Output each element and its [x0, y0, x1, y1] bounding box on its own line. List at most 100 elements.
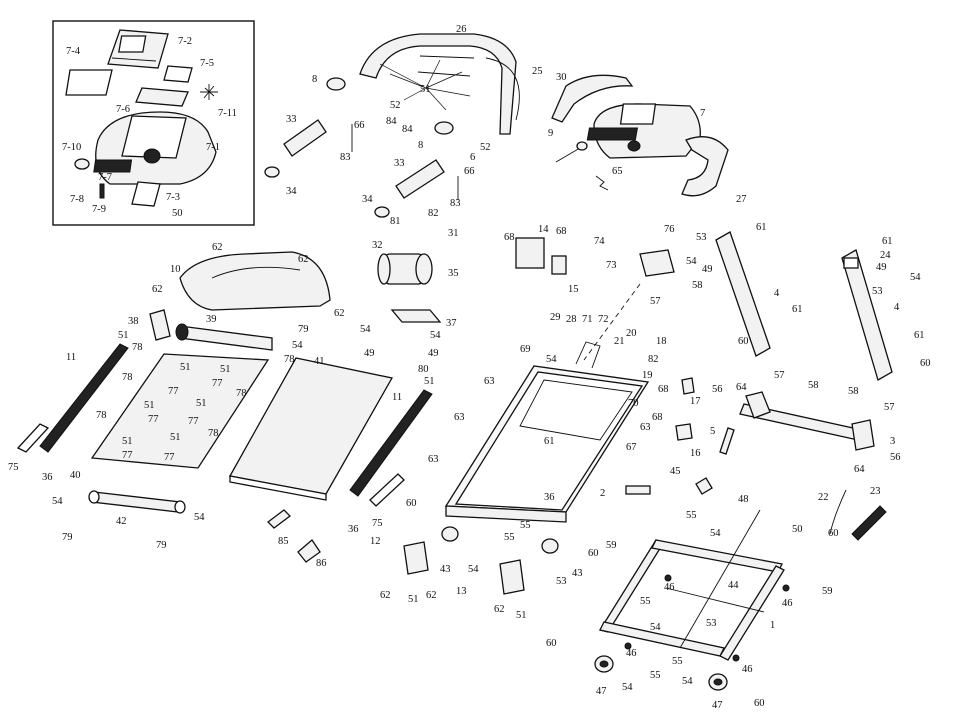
callout-1: 1: [770, 620, 775, 631]
callout-38: 38: [128, 316, 139, 327]
callout-54: 54: [292, 340, 303, 351]
callout-22: 22: [818, 492, 829, 503]
incline-base: [675, 377, 875, 455]
callout-18: 18: [656, 336, 667, 347]
callout-42: 42: [116, 516, 127, 527]
callout-63: 63: [640, 422, 651, 433]
callout-35: 35: [448, 268, 459, 279]
main-frame: [444, 341, 650, 523]
callout-51: 51: [424, 376, 435, 387]
callout-34: 34: [286, 186, 297, 197]
callout-76: 76: [664, 224, 675, 235]
callout-60: 60: [406, 498, 417, 509]
callout-64: 64: [854, 464, 865, 475]
callout-63: 63: [484, 376, 495, 387]
callout-47: 47: [712, 700, 723, 711]
callout-39: 39: [206, 314, 217, 325]
callout-8: 8: [312, 74, 317, 85]
base-frame: [594, 509, 790, 691]
callout-36: 36: [348, 524, 359, 535]
callout-79: 79: [62, 532, 73, 543]
callout-36: 36: [42, 472, 53, 483]
callout-68: 68: [658, 384, 669, 395]
callout-83: 83: [450, 198, 461, 209]
callout-43: 43: [440, 564, 451, 575]
callout-78: 78: [284, 354, 295, 365]
callout-19: 19: [642, 370, 653, 381]
handlebar-assembly: [264, 33, 520, 218]
callout-60: 60: [920, 358, 931, 369]
callout-65: 65: [612, 166, 623, 177]
rear-feet-and-boxes: [267, 477, 887, 595]
callout-55: 55: [520, 520, 531, 531]
callout-3: 3: [890, 436, 895, 447]
callout-78: 78: [132, 342, 143, 353]
callout-84: 84: [402, 124, 413, 135]
inset-label: 7-11: [218, 108, 237, 119]
callout-60: 60: [588, 548, 599, 559]
callout-31: 31: [448, 228, 459, 239]
callout-54: 54: [686, 256, 697, 267]
callout-60: 60: [738, 336, 749, 347]
callout-14: 14: [538, 224, 549, 235]
callout-77: 77: [164, 452, 175, 463]
callout-60: 60: [754, 698, 765, 709]
callout-56: 56: [890, 452, 901, 463]
callout-54: 54: [622, 682, 633, 693]
callout-83: 83: [340, 152, 351, 163]
callout-66: 66: [464, 166, 475, 177]
rollers: [88, 309, 273, 514]
uprights: [715, 231, 893, 381]
callout-61: 61: [882, 236, 893, 247]
callout-4: 4: [774, 288, 780, 299]
callout-73: 73: [606, 260, 617, 271]
inset-label: 7-8: [70, 194, 84, 205]
callout-51: 51: [122, 436, 133, 447]
callout-71: 71: [582, 314, 593, 325]
inset-label: 7-1: [206, 142, 220, 153]
callout-79: 79: [156, 540, 167, 551]
console-assembly: [551, 74, 729, 197]
callout-62: 62: [212, 242, 223, 253]
callout-55: 55: [686, 510, 697, 521]
callout-45: 45: [670, 466, 681, 477]
callout-58: 58: [848, 386, 859, 397]
callout-77: 77: [188, 416, 199, 427]
callout-51: 51: [420, 84, 431, 95]
callout-53: 53: [556, 576, 567, 587]
callout-61: 61: [792, 304, 803, 315]
callout-56: 56: [712, 384, 723, 395]
callout-85: 85: [278, 536, 289, 547]
callout-34: 34: [362, 194, 373, 205]
callout-32: 32: [372, 240, 383, 251]
callout-51: 51: [170, 432, 181, 443]
callout-62: 62: [298, 254, 309, 265]
callout-63: 63: [454, 412, 465, 423]
callout-61: 61: [756, 222, 767, 233]
callout-62: 62: [494, 604, 505, 615]
callout-54: 54: [650, 622, 661, 633]
callout-15: 15: [568, 284, 579, 295]
callout-27: 27: [736, 194, 747, 205]
callout-78: 78: [96, 410, 107, 421]
callout-80: 80: [418, 364, 429, 375]
callout-82: 82: [648, 354, 659, 365]
callout-26: 26: [456, 24, 467, 35]
callout-11: 11: [66, 352, 76, 363]
callout-17: 17: [690, 396, 701, 407]
inset-label: 50: [172, 208, 183, 219]
callout-59: 59: [606, 540, 617, 551]
callout-51: 51: [180, 362, 191, 373]
callout-10: 10: [170, 264, 181, 275]
callout-64: 64: [736, 382, 747, 393]
callout-60: 60: [828, 528, 839, 539]
inset-label: 7-4: [66, 46, 81, 57]
callout-77: 77: [148, 414, 159, 425]
callout-62: 62: [152, 284, 163, 295]
callout-54: 54: [360, 324, 371, 335]
callout-77: 77: [168, 386, 179, 397]
callout-23: 23: [870, 486, 881, 497]
callout-61: 61: [914, 330, 925, 341]
callout-55: 55: [504, 532, 515, 543]
